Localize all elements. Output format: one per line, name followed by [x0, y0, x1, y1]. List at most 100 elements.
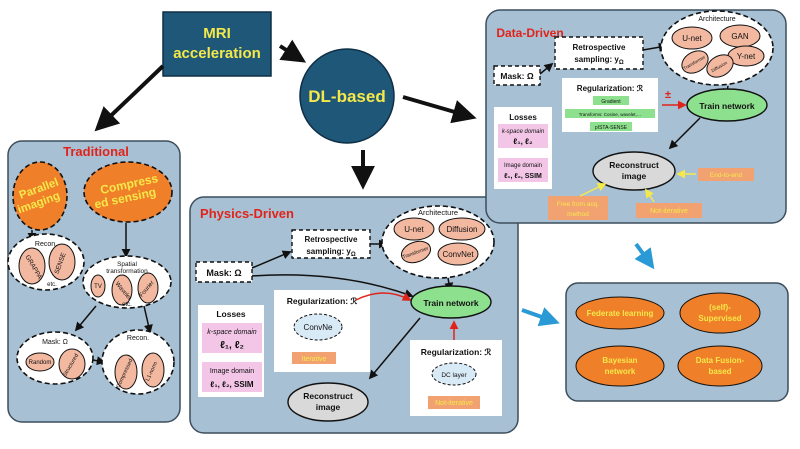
dd-kspace-eq: ℓ₁, ℓ₂ [513, 137, 533, 146]
bayesian-line1: Bayesian [602, 356, 637, 365]
dd-free-line2: method [567, 211, 589, 218]
pd-arrow-reg-train [355, 292, 412, 301]
dd-arrow-free [579, 183, 607, 197]
random-label: Random [29, 360, 52, 366]
spatial-line2: transformation [106, 268, 148, 275]
pd-dc-ellipse [431, 362, 477, 386]
dd-transformer [681, 50, 709, 74]
pd-architecture-label: Architecture [418, 208, 458, 217]
dd-diffusion [706, 54, 734, 78]
dd-kspace-label: k-space domain [502, 129, 545, 135]
pd-iterative-label: Iterative [302, 356, 327, 363]
arrow-data-to-future [634, 242, 655, 270]
pd-recon-line1: Reconstruct [303, 391, 353, 401]
pd-retro-line2: sampling: yΩ [306, 247, 355, 258]
pd-train-label: Train network [423, 298, 479, 308]
parallel-imaging-ellipse [12, 161, 68, 231]
dl-based-circle [299, 48, 395, 144]
dd-ynet-label: Y-net [737, 52, 756, 61]
dd-train-label: Train network [699, 101, 755, 111]
dd-retro-line2: sampling: yΩ [574, 55, 623, 66]
arrow-spatial-to-mask [74, 305, 97, 332]
pd-not-iterative-tag [428, 396, 480, 409]
arrow-dl-to-data [402, 95, 477, 124]
structured-ellipse [58, 348, 86, 380]
pd-reg-title: Regularization: ℛ [287, 296, 359, 306]
pd-kspace-label: k-space domain [207, 329, 257, 336]
pd-losses-title: Losses [216, 309, 246, 319]
dd-mask-label: Mask: Ω [500, 71, 533, 81]
dd-pista-label: pISTA-SENSE [595, 125, 628, 131]
recon2-label: Recon. [127, 335, 149, 342]
dd-arrow-not-iterative [645, 188, 655, 203]
pd-mask-box [195, 261, 253, 283]
dd-losses-title: Losses [509, 113, 537, 122]
arrow-mri-to-traditional [94, 64, 165, 132]
pd-image-tag [202, 362, 262, 392]
bayesian-line2: network [605, 367, 636, 376]
cs-recon-ellipse [114, 354, 138, 390]
pd-image-label: Image domain [210, 368, 254, 375]
mask-trad-label: Mask: Ω [42, 339, 68, 346]
pd-image-eq: ℓ₁, ℓ₂, SSIM [210, 380, 253, 389]
pd-recon-ellipse [287, 382, 369, 422]
fusion-line2: based [708, 367, 731, 376]
dd-free-line1: Free from acq. [557, 201, 599, 208]
tv-ellipse [90, 274, 106, 298]
random-ellipse [25, 352, 55, 372]
physics-title: Physics-Driven [200, 206, 294, 221]
dd-architecture-label: Architecture [698, 16, 735, 23]
pd-convnet [437, 242, 479, 266]
pd-retro-sub: Ω [351, 252, 356, 258]
pd-convne-label: ConvNe [304, 323, 333, 332]
pd-arrow-train-recon [368, 317, 421, 380]
dd-not-iterative-label: Not-iterative [650, 208, 688, 215]
sense-ellipse [48, 243, 76, 281]
dd-transforms-label: Transforms: Cosine, wavelet,… [579, 112, 642, 117]
mri-label-line2: acceleration [173, 45, 261, 62]
pd-recon-line2: image [316, 402, 341, 412]
dd-free-tag [548, 196, 608, 220]
bayesian-network [575, 345, 665, 387]
arrow-spatial-to-recon2 [143, 305, 153, 334]
dd-not-iterative-tag [636, 203, 702, 218]
self-line2: Supervised [698, 314, 741, 323]
pd-dc-label: DC layer [441, 372, 467, 379]
fourier-ellipse [137, 272, 159, 304]
mri-acceleration-box [162, 11, 272, 77]
dd-mask-box [493, 65, 541, 86]
dd-arrow-mask-retro [539, 62, 554, 75]
arrow-mri-to-dl [278, 39, 307, 63]
dd-kspace-tag [498, 124, 548, 148]
etc1-label: etc. [47, 282, 57, 288]
pd-retro-line1: Retrospective [305, 235, 358, 244]
dd-image-tag [498, 158, 548, 182]
traditional-title: Traditional [63, 144, 129, 159]
compressed-sensing-ellipse [83, 161, 173, 223]
pd-arrow-mask-train [251, 274, 414, 298]
mri-label-line1: MRI [203, 25, 231, 42]
pd-train-network [410, 285, 492, 319]
dd-reg-title: Regularization: ℛ [577, 84, 644, 93]
pd-diffusion-label: Diffusion [447, 225, 478, 234]
self-supervised [679, 292, 761, 334]
dd-image-eq: ℓ₁, ℓ₂, SSIM [504, 173, 542, 180]
fusion-line1: Data Fusion- [696, 356, 745, 365]
dd-gradient-tag [593, 96, 629, 105]
pd-diffusion [438, 217, 486, 241]
dd-gan-label: GAN [731, 32, 749, 41]
grappa-ellipse [18, 247, 46, 285]
pd-arrow-mask-retro [251, 250, 292, 269]
pd-convnet-label: ConvNet [442, 250, 474, 259]
etc2-label: etc. [122, 302, 132, 308]
federate-learning [575, 296, 665, 330]
wavelet-ellipse [111, 274, 133, 306]
data-driven-title: Data-Driven [496, 26, 563, 40]
pd-mask-label: Mask: Ω [206, 268, 241, 278]
recon1-label: Recon. [35, 241, 57, 248]
pd-not-iterative-label: Not-iterative [435, 400, 473, 407]
dd-gradient-label: Gradient [601, 99, 621, 105]
dd-train-network [686, 88, 768, 122]
l1-norm-ellipse [141, 352, 165, 388]
pd-reg2-title: Regularization: ℛ [421, 347, 493, 357]
